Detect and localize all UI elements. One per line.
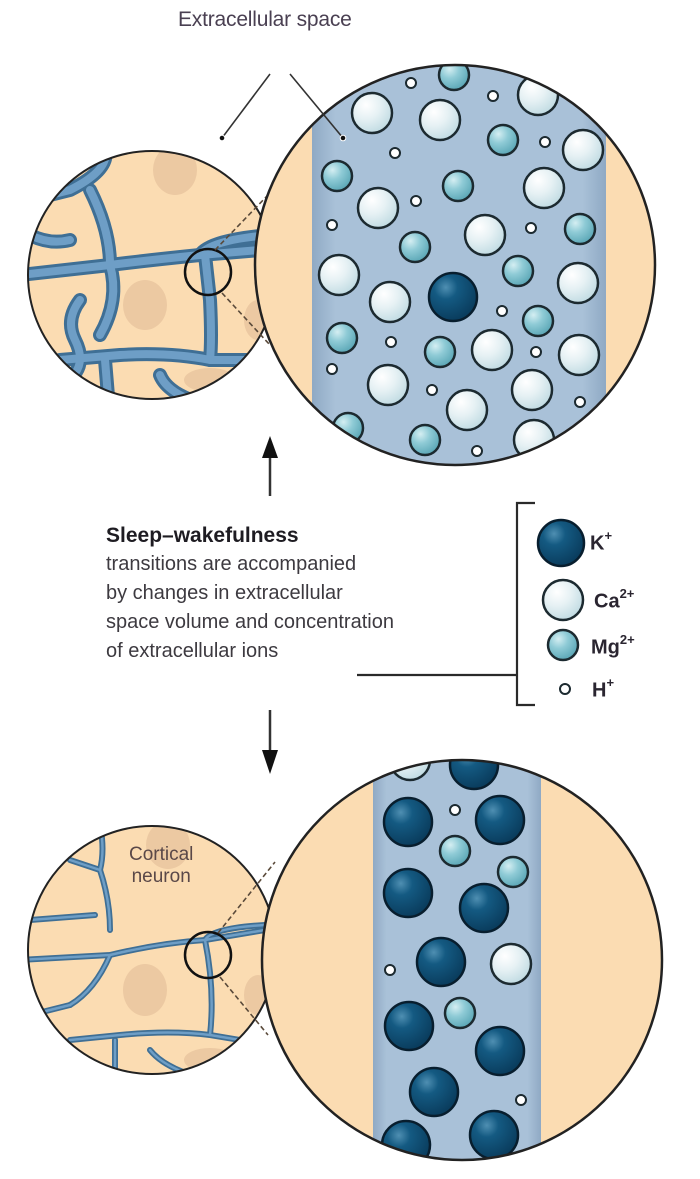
arrow-down-icon (262, 710, 278, 774)
ion-symbol: Mg (591, 636, 620, 659)
legend-bracket (357, 501, 535, 707)
neuron-nucleus (123, 964, 167, 1016)
arrow-up-icon (262, 436, 278, 496)
zoom-region-marker (183, 247, 233, 297)
caption-line: by changes in extracellular (106, 582, 343, 604)
zoom-region-marker (183, 930, 233, 980)
caption-line: transitions are accompanied (106, 553, 357, 575)
extracellular-space-leader-lines (218, 73, 347, 142)
ion-charge: + (604, 528, 613, 543)
ion-charge: 2+ (619, 632, 635, 647)
ion-charge: 2+ (619, 586, 635, 601)
legend-label-potassium: K+ (590, 528, 613, 556)
caption-line: space volume and concentration (106, 611, 394, 633)
ion-symbol: H (592, 679, 607, 702)
neuron-nucleus (146, 826, 190, 869)
ion-symbol: K (590, 532, 605, 555)
hydrogen-ions (384, 804, 527, 1106)
extracellular-space-label: Extracellular space (178, 8, 352, 31)
caption-title: Sleep–wakefulness (106, 524, 299, 547)
potassium-ion-icon (536, 518, 586, 568)
bottom-magnified-circle (260, 758, 664, 1162)
hydrogen-ion-icon (559, 683, 571, 695)
cortical-label-line: neuron (131, 866, 191, 887)
calcium-ion-icon (541, 578, 585, 622)
legend-label-hydrogen: H+ (592, 675, 615, 703)
caption-body: transitions are accompanied by changes i… (106, 550, 506, 666)
neuron-nucleus (123, 280, 167, 330)
calcium-ions (317, 73, 605, 462)
magnesium-ion-icon (546, 628, 580, 662)
neuron-nucleus (153, 151, 197, 195)
caption-line: of extracellular ions (106, 640, 279, 662)
legend-label-calcium: Ca2+ (594, 586, 635, 614)
magnesium-ions (438, 834, 530, 1030)
ion-charge: + (606, 675, 615, 690)
ion-symbol: Ca (594, 590, 620, 613)
top-tissue-circle (27, 150, 277, 400)
potassium-ion (427, 271, 479, 323)
hydrogen-ions (326, 77, 586, 457)
caption: Sleep–wakefulness transitions are accomp… (106, 522, 506, 666)
cortical-neuron-label: Cortical neuron (129, 844, 193, 888)
top-magnified-circle (253, 63, 657, 467)
cortical-label-line: Cortical (129, 844, 194, 865)
legend-label-magnesium: Mg2+ (591, 632, 635, 660)
